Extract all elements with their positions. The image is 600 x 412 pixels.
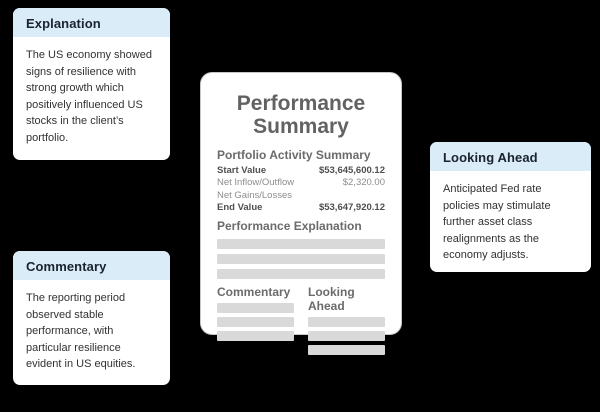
callout-looking-ahead-header: Looking Ahead xyxy=(430,142,591,171)
document-title-line1: Performance xyxy=(236,92,366,115)
document-columns: Commentary Looking Ahead xyxy=(217,285,385,355)
row-value: $53,647,920.12 xyxy=(318,202,385,214)
callout-looking-ahead: Looking Ahead Anticipated Fed rate polic… xyxy=(430,142,591,272)
callout-commentary: Commentary The reporting period observed… xyxy=(13,251,170,385)
document-title-line2: Summary xyxy=(253,115,349,138)
section-heading-portfolio-activity: Portfolio Activity Summary xyxy=(217,148,371,162)
placeholder-bar xyxy=(217,238,385,249)
section-heading-commentary: Commentary xyxy=(217,284,291,299)
placeholder-bar xyxy=(308,344,385,355)
section-heading-performance-explanation: Performance Explanation xyxy=(217,218,362,233)
placeholder-bar xyxy=(308,316,385,327)
row-value: $2,320.00 xyxy=(342,177,385,189)
document-title: Performance Summary xyxy=(217,92,385,138)
placeholder-bar xyxy=(217,330,294,341)
placeholder-bar xyxy=(217,302,294,313)
row-value: $53,645,600.12 xyxy=(318,165,385,176)
callout-explanation-body: The US economy showed signs of resilienc… xyxy=(26,49,152,144)
activity-row-net-inflow-outflow: Net Inflow/Outflow $2,320.00 xyxy=(217,177,385,189)
row-label: Net Gains/Losses xyxy=(217,189,292,201)
activity-row-net-gains-losses: Net Gains/Losses xyxy=(217,190,385,202)
callout-commentary-body: The reporting period observed stable per… xyxy=(26,292,136,370)
placeholder-bar xyxy=(308,330,385,341)
callout-looking-ahead-title: Looking Ahead xyxy=(443,149,538,165)
activity-rows: Start Value $53,645,600.12 Net Inflow/Ou… xyxy=(217,165,385,215)
performance-explanation-placeholder xyxy=(217,238,385,279)
section-heading-looking-ahead: Looking Ahead xyxy=(308,284,355,313)
column-commentary: Commentary xyxy=(217,285,294,355)
row-label: Start Value xyxy=(217,165,267,176)
row-label: End Value xyxy=(217,202,263,214)
performance-summary-document: Performance Summary Portfolio Activity S… xyxy=(200,72,402,355)
callout-explanation-title: Explanation xyxy=(26,15,101,31)
placeholder-bar xyxy=(217,268,385,279)
activity-row-end-value: End Value $53,647,920.12 xyxy=(217,202,385,214)
callout-commentary-header: Commentary xyxy=(13,251,170,280)
placeholder-bar xyxy=(217,316,294,327)
callout-looking-ahead-body: Anticipated Fed rate policies may stimul… xyxy=(443,183,551,261)
row-label: Net Inflow/Outflow xyxy=(217,177,295,189)
callout-commentary-title: Commentary xyxy=(26,258,107,274)
callout-explanation: Explanation The US economy showed signs … xyxy=(13,8,170,160)
column-looking-ahead: Looking Ahead xyxy=(308,285,385,355)
placeholder-bar xyxy=(217,253,385,264)
activity-row-start-value: Start Value $53,645,600.12 xyxy=(217,165,385,177)
callout-explanation-header: Explanation xyxy=(13,8,170,37)
